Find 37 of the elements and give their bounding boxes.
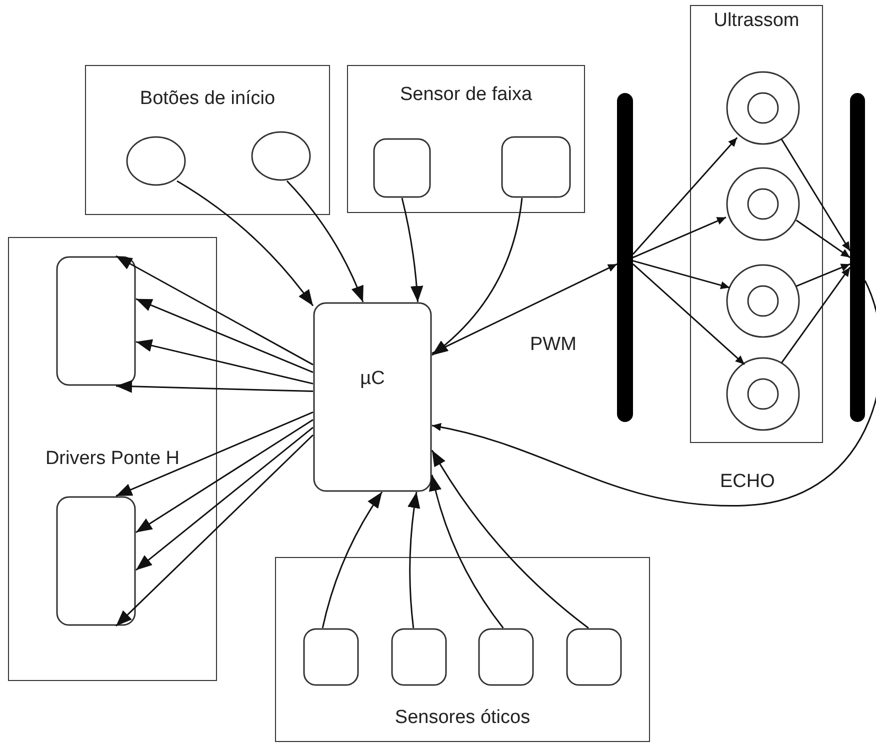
arrow	[429, 474, 504, 628]
arrow	[780, 138, 851, 252]
arrow	[632, 260, 730, 290]
arrow	[176, 180, 314, 306]
arrow	[408, 492, 420, 628]
node-label: Sensores óticos	[394, 707, 530, 729]
arrow	[286, 180, 364, 302]
arrow	[780, 266, 851, 364]
arrow	[432, 280, 876, 506]
arrow	[632, 216, 726, 258]
group-frame	[347, 65, 585, 213]
arrow	[431, 450, 589, 629]
arrow	[432, 263, 618, 354]
arrow	[136, 419, 314, 534]
group-frame	[275, 557, 650, 742]
arrow	[632, 137, 738, 255]
node-label: Botões de início	[140, 88, 276, 110]
arrow	[432, 198, 523, 356]
arrow	[632, 264, 745, 365]
node-label: µC	[360, 368, 385, 390]
arrow	[116, 412, 314, 497]
group-frame	[690, 5, 823, 443]
group-frame	[85, 65, 330, 215]
arrow	[796, 263, 850, 287]
arrow	[796, 220, 850, 258]
arrow	[136, 298, 314, 373]
arrow	[322, 492, 383, 628]
arrow	[401, 198, 424, 302]
node-label: Sensor de faixa	[400, 84, 532, 106]
arrow	[116, 255, 314, 366]
group-frame	[8, 237, 217, 681]
arrow	[136, 339, 314, 384]
arrow	[136, 426, 314, 571]
arrow	[116, 380, 314, 393]
arrow	[115, 434, 314, 627]
node-label: Ultrassom	[714, 10, 800, 32]
node-label: Drivers Ponte H	[45, 448, 180, 470]
